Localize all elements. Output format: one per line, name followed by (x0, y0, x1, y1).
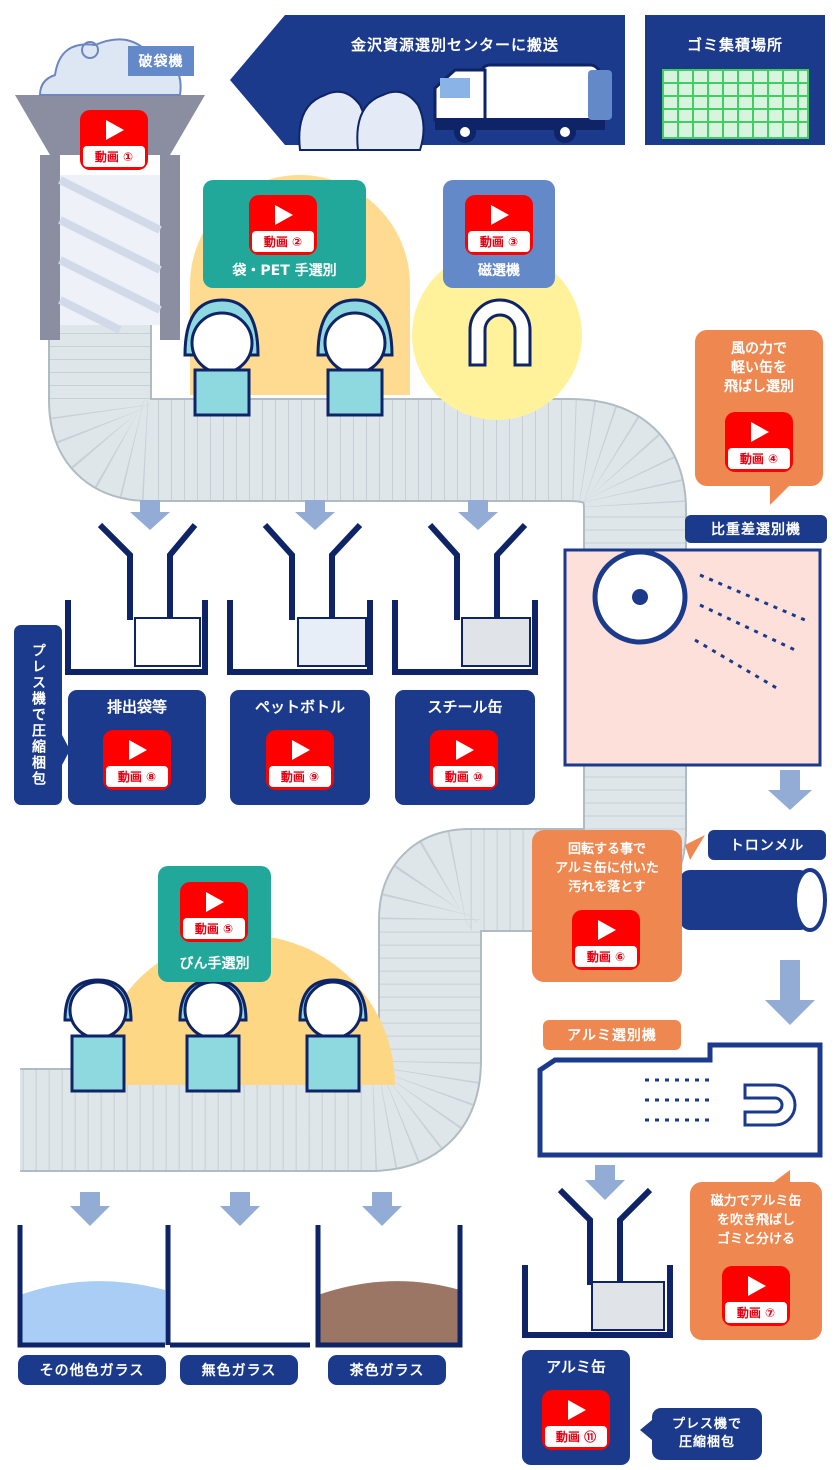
play-icon (275, 205, 293, 225)
output-bags-label: 排出袋等 (106, 698, 167, 716)
bale-aluminum (591, 1281, 665, 1331)
video-caption: 動画 ⑤ (183, 918, 245, 939)
bag-breaker-label: 破袋機 (128, 46, 194, 76)
video-button-3[interactable]: 動画 ③ (465, 195, 533, 255)
press-right-note: プレス機で 圧縮梱包 (652, 1408, 762, 1460)
video-caption: 動画 ⑪ (545, 1426, 607, 1447)
density-label: 比重差選別機 (685, 515, 827, 543)
video-caption: 動画 ⑧ (106, 766, 168, 787)
video-caption: 動画 ⑨ (269, 766, 331, 787)
play-icon (751, 422, 769, 442)
manual-pet-label: 袋・PET 手選別 (232, 263, 337, 279)
video-button-5[interactable]: 動画 ⑤ (180, 882, 248, 942)
video-caption: 動画 ⑥ (575, 946, 637, 967)
aluminum-separator (537, 1042, 823, 1158)
press-left-tail (62, 735, 70, 765)
worker-1 (183, 298, 260, 417)
trommel-label: トロンメル (708, 830, 826, 860)
magnet-icon (468, 298, 532, 367)
worker-4 (178, 978, 248, 1093)
magnetic-label: 磁選機 (478, 263, 520, 279)
worker-3 (63, 978, 133, 1093)
play-icon (598, 920, 616, 940)
play-icon (206, 892, 224, 912)
glass-bin-other (17, 1225, 165, 1348)
play-icon (292, 740, 310, 760)
play-icon (106, 120, 124, 140)
output-pet-label: ペットボトル (254, 698, 345, 716)
video-caption: 動画 ⑩ (433, 766, 495, 787)
video-caption: 動画 ① (83, 146, 145, 167)
video-button-8[interactable]: 動画 ⑧ (103, 730, 171, 790)
video-button-2[interactable]: 動画 ② (249, 195, 317, 255)
video-caption: 動画 ⑦ (725, 1302, 787, 1323)
play-icon (748, 1276, 766, 1296)
play-icon (568, 1400, 586, 1420)
trommel-note: 回転する事で アルミ缶に付いた 汚れを落とす (555, 842, 659, 895)
worker-5 (298, 978, 368, 1093)
bag-breaker-machine (15, 38, 205, 340)
video-button-6[interactable]: 動画 ⑥ (572, 910, 640, 970)
output-steel-label: スチール缶 (427, 698, 503, 716)
video-button-1[interactable]: 動画 ① (80, 110, 148, 170)
density-separator (563, 548, 822, 767)
bales (134, 617, 531, 667)
output-glass-other: その他色ガラス (18, 1355, 166, 1385)
video-button-10[interactable]: 動画 ⑩ (430, 730, 498, 790)
aluminum-sep-label: アルミ選別機 (543, 1020, 681, 1050)
glass-bin-clear (165, 1225, 310, 1348)
press-left-note: プレス機で圧縮梱包 (14, 625, 62, 805)
video-button-4[interactable]: 動画 ④ (725, 412, 793, 472)
hopper-pet (227, 522, 373, 675)
hopper-bags (65, 522, 208, 675)
output-glass-brown: 茶色ガラス (328, 1355, 446, 1385)
collection-net (662, 69, 809, 139)
output-glass-clear: 無色ガラス (180, 1355, 298, 1385)
hopper-steel (392, 522, 538, 675)
down-arrows (70, 500, 815, 1226)
video-button-7[interactable]: 動画 ⑦ (722, 1266, 790, 1326)
video-caption: 動画 ② (252, 231, 314, 252)
wind-note: 風の力で 軽い缶を 飛ばし選別 (724, 341, 794, 395)
play-icon (129, 740, 147, 760)
magnet-note: 磁力でアルミ缶 を吹き飛ばし ゴミと分ける (710, 1194, 802, 1247)
recycle-bags (298, 90, 425, 151)
video-caption: 動画 ③ (468, 231, 530, 252)
magnet-glow (412, 250, 582, 420)
hopper-aluminum (522, 1187, 673, 1338)
output-aluminum-label: アルミ缶 (546, 1358, 606, 1376)
bottle-manual-label: びん手選別 (179, 956, 250, 972)
worker-2 (316, 298, 394, 417)
video-button-11[interactable]: 動画 ⑪ (542, 1390, 610, 1450)
garbage-truck (433, 63, 612, 143)
video-button-9[interactable]: 動画 ⑨ (266, 730, 334, 790)
press-right-tail (640, 1420, 652, 1440)
play-icon (491, 205, 509, 225)
glass-bin-brown (315, 1225, 463, 1348)
wind-note-tail (770, 485, 790, 505)
trommel-note-tail (685, 835, 705, 860)
trommel (680, 868, 827, 932)
collection-label: ゴミ集積場所 (686, 35, 783, 54)
transport-label: 金沢資源選別センターに搬送 (350, 35, 559, 54)
video-caption: 動画 ④ (728, 448, 790, 469)
play-icon (456, 740, 474, 760)
